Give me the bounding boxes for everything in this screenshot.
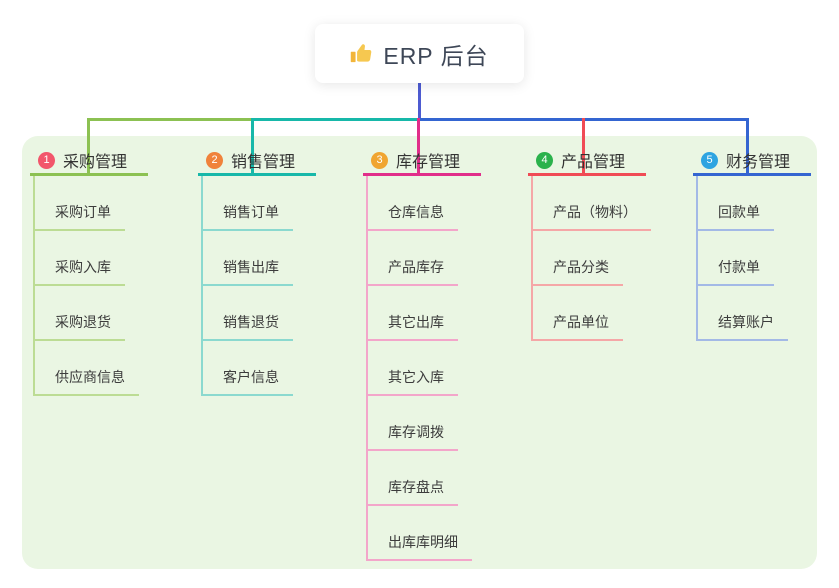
branch-badge: 4 [536, 151, 553, 169]
child-node[interactable]: 产品库存 [366, 231, 458, 286]
branch-node-1[interactable]: 1 采购管理 [30, 147, 148, 176]
branch-node-4[interactable]: 4 产品管理 [528, 147, 646, 176]
connector-drop-1 [87, 118, 90, 176]
child-label: 产品（物料） [553, 204, 637, 220]
branch-badge: 1 [38, 151, 55, 169]
branch-node-3[interactable]: 3 库存管理 [363, 147, 481, 176]
child-label: 付款单 [718, 259, 760, 275]
child-label: 出库库明细 [388, 534, 458, 550]
child-node[interactable]: 产品（物料） [531, 176, 651, 231]
child-node[interactable]: 库存调拨 [366, 396, 458, 451]
child-node[interactable]: 供应商信息 [33, 341, 139, 396]
child-label: 结算账户 [718, 314, 774, 330]
child-connector-line [366, 176, 368, 561]
branch-label: 销售管理 [231, 154, 296, 171]
child-label: 客户信息 [223, 369, 279, 385]
child-node[interactable]: 客户信息 [201, 341, 293, 396]
branch-node-2[interactable]: 2 销售管理 [198, 147, 316, 176]
child-label: 销售出库 [223, 259, 279, 275]
child-label: 采购退货 [55, 314, 111, 330]
child-label: 销售退货 [223, 314, 279, 330]
child-node[interactable]: 其它出库 [366, 286, 458, 341]
child-connector-line [201, 176, 203, 396]
child-label: 采购订单 [55, 204, 111, 220]
branch-node-5[interactable]: 5 财务管理 [693, 147, 811, 176]
child-node[interactable]: 销售退货 [201, 286, 293, 341]
child-label: 其它入库 [388, 369, 444, 385]
branch-badge: 2 [206, 151, 223, 169]
connector-horizontal-1 [87, 118, 252, 121]
connector-drop-3 [417, 118, 420, 176]
child-label: 回款单 [718, 204, 760, 220]
child-node[interactable]: 仓库信息 [366, 176, 458, 231]
branch-label: 财务管理 [726, 154, 791, 171]
child-node[interactable]: 销售出库 [201, 231, 293, 286]
child-connector-line [696, 176, 698, 341]
child-node[interactable]: 产品单位 [531, 286, 623, 341]
child-node[interactable]: 采购入库 [33, 231, 125, 286]
child-node[interactable]: 回款单 [696, 176, 774, 231]
child-connector-line [33, 176, 35, 396]
connector-drop-4 [582, 118, 585, 176]
root-title: ERP 后台 [383, 42, 489, 69]
child-label: 仓库信息 [388, 204, 444, 220]
connector-drop-5 [746, 118, 749, 176]
branch-badge: 3 [371, 151, 388, 169]
child-node[interactable]: 结算账户 [696, 286, 788, 341]
branch-badge: 5 [701, 151, 718, 169]
child-node[interactable]: 付款单 [696, 231, 774, 286]
root-connector-stem [418, 83, 421, 121]
thumbs-up-icon [350, 42, 373, 65]
child-node[interactable]: 其它入库 [366, 341, 458, 396]
child-label: 产品单位 [553, 314, 609, 330]
child-connector-line [531, 176, 533, 341]
child-node[interactable]: 库存盘点 [366, 451, 458, 506]
child-node[interactable]: 产品分类 [531, 231, 623, 286]
root-node[interactable]: ERP 后台 [315, 24, 524, 83]
child-node[interactable]: 出库库明细 [366, 506, 472, 561]
child-node[interactable]: 采购订单 [33, 176, 125, 231]
child-label: 供应商信息 [55, 369, 125, 385]
child-label: 产品分类 [553, 259, 609, 275]
group-panel [22, 136, 817, 569]
branch-label: 产品管理 [561, 154, 626, 171]
child-label: 其它出库 [388, 314, 444, 330]
branch-label: 采购管理 [63, 154, 128, 171]
child-label: 产品库存 [388, 259, 444, 275]
child-node[interactable]: 销售订单 [201, 176, 293, 231]
child-label: 库存盘点 [388, 479, 444, 495]
child-label: 销售订单 [223, 204, 279, 220]
child-node[interactable]: 采购退货 [33, 286, 125, 341]
connector-drop-2 [251, 118, 254, 176]
branch-label: 库存管理 [396, 154, 461, 171]
connector-horizontal-2 [251, 118, 418, 121]
child-label: 库存调拨 [388, 424, 444, 440]
child-label: 采购入库 [55, 259, 111, 275]
